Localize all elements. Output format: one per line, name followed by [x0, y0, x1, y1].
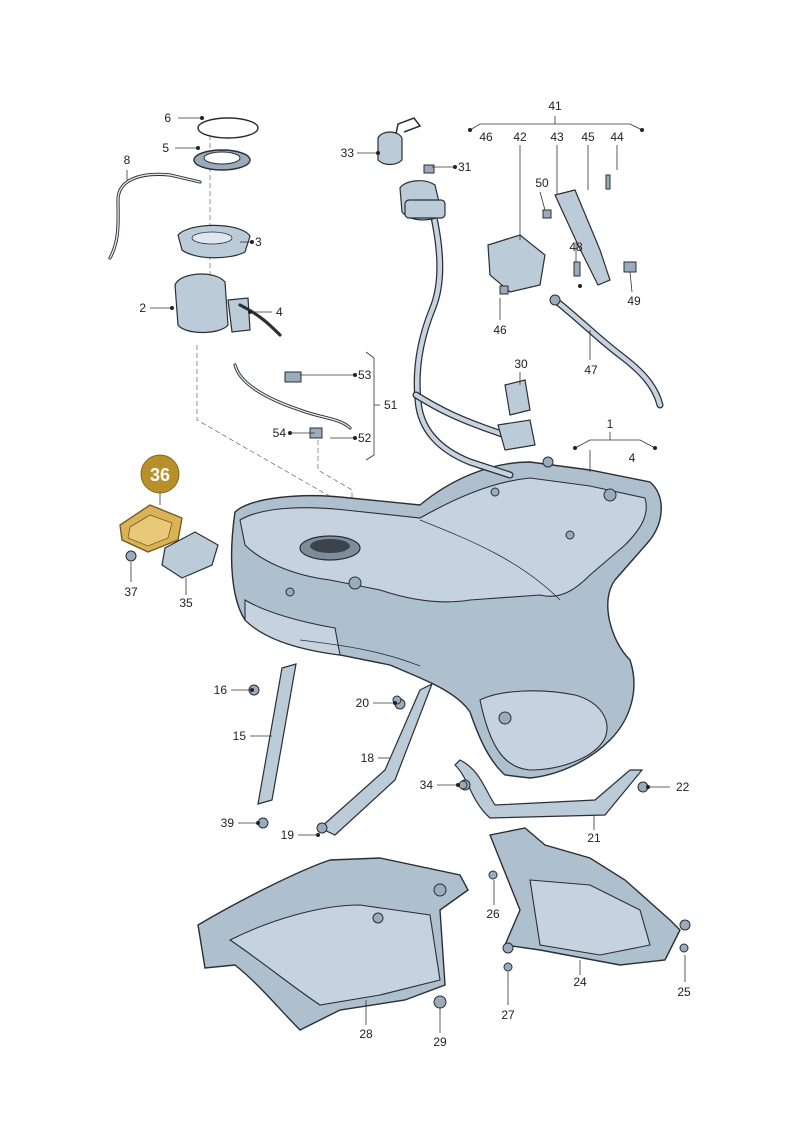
label-30: 30 [514, 357, 528, 371]
label-15: 15 [233, 729, 247, 743]
nut-37 [125, 550, 137, 562]
label-3: 3 [255, 235, 262, 249]
label-6: 6 [164, 111, 171, 125]
label-27: 27 [501, 1008, 515, 1022]
part-labels: 6 5 8 3 2 4 33 31 41 46 42 43 45 44 50 4… [124, 99, 691, 1049]
label-46b: 46 [493, 323, 507, 337]
label-44: 44 [610, 130, 624, 144]
label-54: 54 [273, 426, 287, 440]
label-20: 20 [356, 696, 370, 710]
label-52: 52 [358, 431, 372, 445]
label-39: 39 [221, 816, 235, 830]
label-48: 48 [569, 240, 583, 254]
label-5: 5 [162, 141, 169, 155]
label-4a: 4 [276, 305, 283, 319]
label-2: 2 [139, 301, 146, 315]
label-28: 28 [359, 1027, 373, 1041]
leader-dots [170, 116, 657, 837]
leader-lines [126, 116, 686, 1033]
label-51: 51 [384, 398, 398, 412]
label-45: 45 [581, 130, 595, 144]
label-33: 33 [341, 146, 355, 160]
label-25: 25 [677, 985, 691, 999]
label-35: 35 [179, 596, 193, 610]
label-19: 19 [281, 828, 295, 842]
label-42: 42 [513, 130, 527, 144]
part-36-bracket-highlighted[interactable] [119, 504, 183, 553]
label-29: 29 [433, 1035, 447, 1049]
label-47: 47 [584, 363, 598, 377]
fuel-pump-assembly [108, 117, 352, 439]
label-22: 22 [676, 780, 690, 794]
label-37: 37 [124, 585, 138, 599]
label-49: 49 [627, 294, 641, 308]
label-16: 16 [214, 683, 228, 697]
label-4b: 4 [629, 451, 636, 465]
fuel-tank [230, 456, 662, 779]
badge-label: 36 [150, 465, 170, 485]
label-26: 26 [486, 907, 500, 921]
filler-pipe [377, 117, 664, 479]
label-41: 41 [548, 99, 562, 113]
highlight-badge-36[interactable]: 36 [140, 454, 180, 494]
label-1: 1 [607, 417, 614, 431]
label-46a: 46 [479, 130, 493, 144]
fasteners [392, 695, 689, 1009]
label-8: 8 [124, 153, 131, 167]
label-24: 24 [573, 975, 587, 989]
label-18: 18 [361, 751, 375, 765]
tank-straps [248, 663, 649, 836]
heat-shield-24 [489, 827, 691, 966]
label-34: 34 [420, 778, 434, 792]
label-21: 21 [587, 831, 601, 845]
heat-shield-28 [197, 857, 469, 1031]
label-31: 31 [458, 160, 472, 174]
label-43: 43 [550, 130, 564, 144]
label-53: 53 [358, 368, 372, 382]
control-unit-35 [161, 531, 219, 579]
label-50: 50 [535, 176, 549, 190]
